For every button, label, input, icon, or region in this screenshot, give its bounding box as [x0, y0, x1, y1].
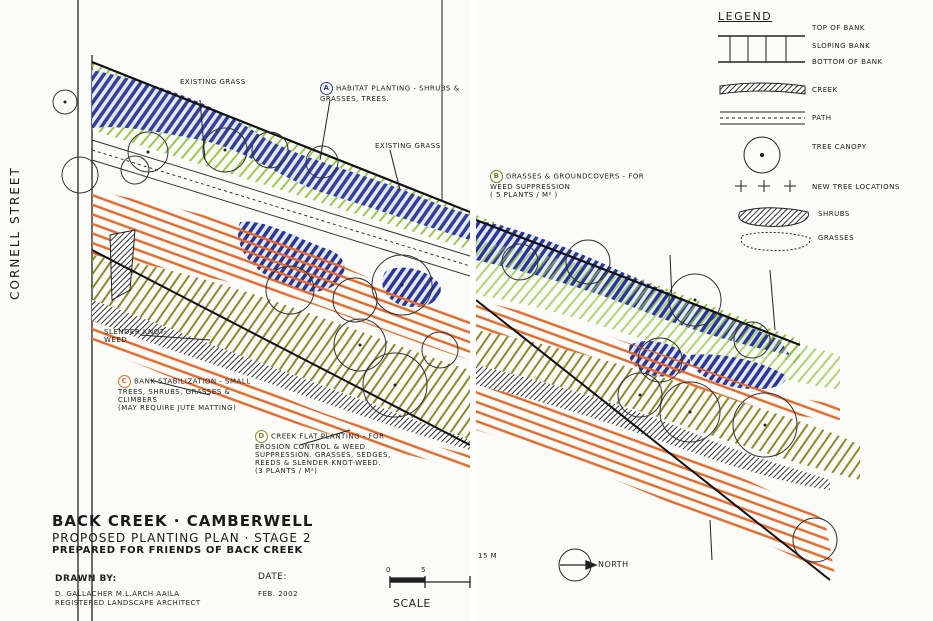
habitat-badge-icon: A: [320, 82, 333, 95]
creek-flat-text: CREEK FLAT PLANTING - FOR EROSION CONTRO…: [255, 432, 391, 467]
legend-tree-canopy: TREE CANOPY: [812, 143, 867, 151]
legend-bottom-of-bank: BOTTOM OF BANK: [812, 58, 883, 66]
sheet-gap: [470, 0, 476, 621]
legend-creek: CREEK: [812, 86, 838, 94]
legend-shrubs: SHRUBS: [818, 210, 850, 218]
grasses-density: ( 5 PLANTS / M² ): [490, 191, 558, 199]
scale-tick-15: 15 m: [478, 552, 498, 560]
existing-grass-label-1: EXISTING GRASS: [180, 78, 246, 86]
grasses-text: GRASSES & GROUNDCOVERS - FOR WEED SUPPRE…: [490, 172, 645, 191]
grasses-badge-icon: B: [490, 170, 503, 183]
legend-new-tree: NEW TREE LOCATIONS: [812, 183, 900, 191]
date-label: DATE:: [258, 572, 287, 582]
scale-tick-5: 5: [421, 566, 426, 574]
existing-grass-label-2: EXISTING GRASS: [375, 142, 441, 150]
legend-sloping-bank: SLOPING BANK: [812, 42, 871, 50]
bank-text: BANK STABILIZATION - SMALL TREES, SHRUBS…: [118, 377, 251, 404]
scale-label: SCALE: [393, 597, 431, 610]
north-arrow: [558, 548, 598, 582]
street-label: CORNELL STREET: [8, 165, 22, 300]
scale-bar: [389, 576, 471, 588]
designer-role: REGISTERED LANDSCAPE ARCHITECT: [55, 599, 201, 607]
creek-badge-icon: D: [255, 430, 268, 443]
scale-tick-0: 0: [386, 566, 391, 574]
designer-name: D. GALLACHER M.L.ARCH AAILA: [55, 590, 180, 598]
legend-path: PATH: [812, 114, 832, 122]
legend-top-of-bank: TOP OF BANK: [812, 24, 865, 32]
date-value: FEB. 2002: [258, 590, 299, 598]
legend-grasses: GRASSES: [818, 234, 855, 242]
title-block: BACK CREEK · CAMBERWELL PROPOSED PLANTIN…: [52, 512, 452, 556]
slender-knotweed-label: SLENDER KNOT-WEED: [104, 328, 167, 344]
plan-subtitle: PROPOSED PLANTING PLAN · STAGE 2: [52, 531, 312, 545]
bank-badge-icon: C: [118, 375, 131, 388]
habitat-planting-text: HABITAT PLANTING - SHRUBS & GRASSES, TRE…: [320, 84, 460, 103]
north-label: NORTH: [598, 560, 629, 569]
legend-title: LEGEND: [718, 10, 773, 23]
bank-jute-note: (MAY REQUIRE JUTE MATTING): [118, 404, 237, 412]
drawn-by-label: DRAWN BY:: [55, 574, 117, 584]
plan-title: BACK CREEK · CAMBERWELL: [52, 512, 314, 530]
plan-prepared-for: PREPARED FOR FRIENDS OF BACK CREEK: [52, 545, 303, 556]
creek-density: (3 PLANTS / M²): [255, 467, 318, 475]
legend-symbols: [718, 35, 811, 251]
